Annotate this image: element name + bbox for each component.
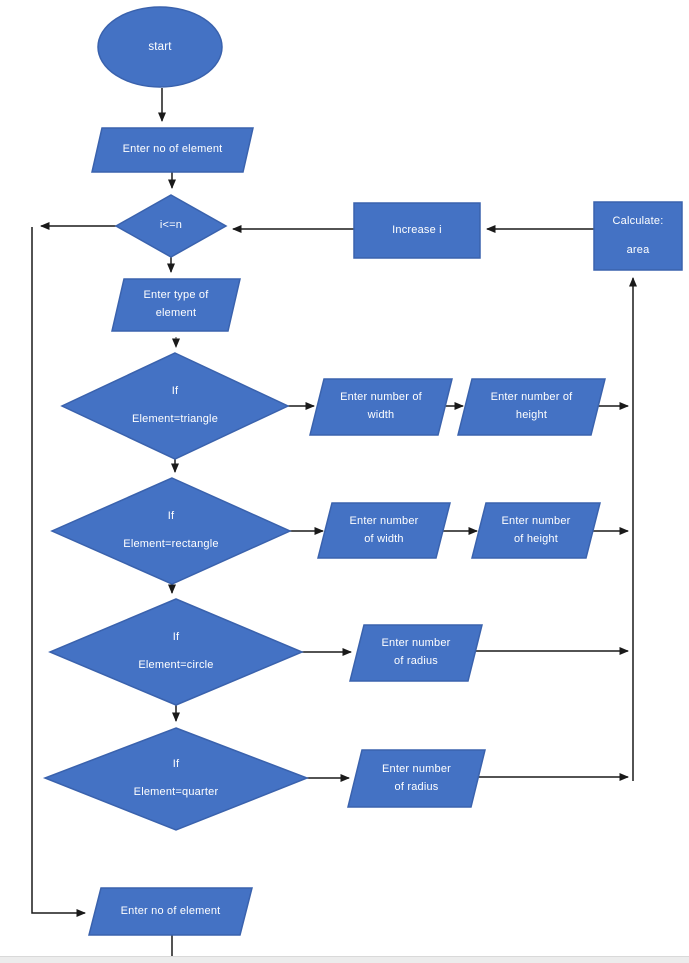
calculate-area-rect [593, 201, 683, 271]
connector-loop-to-bottom-enter-count [31, 227, 86, 917]
if-rectangle-diamond [50, 477, 292, 585]
page-edge-band [0, 956, 689, 963]
if-triangle-diamond [60, 352, 290, 460]
triangle-height-parallelogram [457, 378, 606, 436]
quarter-radius-parallelogram [347, 749, 486, 808]
enter-type-parallelogram [111, 278, 241, 332]
bottom-enter-count-parallelogram [88, 887, 253, 936]
rectangle-height-parallelogram [471, 502, 601, 559]
loop-condition-diamond [114, 194, 228, 258]
if-circle-diamond [48, 598, 304, 706]
triangle-width-parallelogram [309, 378, 453, 436]
circle-radius-parallelogram [349, 624, 483, 682]
increase-i-rect [353, 202, 481, 259]
enter-count-parallelogram [91, 127, 254, 173]
start-ellipse [97, 6, 223, 88]
if-quarter-diamond [42, 727, 310, 831]
rectangle-width-parallelogram [317, 502, 451, 559]
